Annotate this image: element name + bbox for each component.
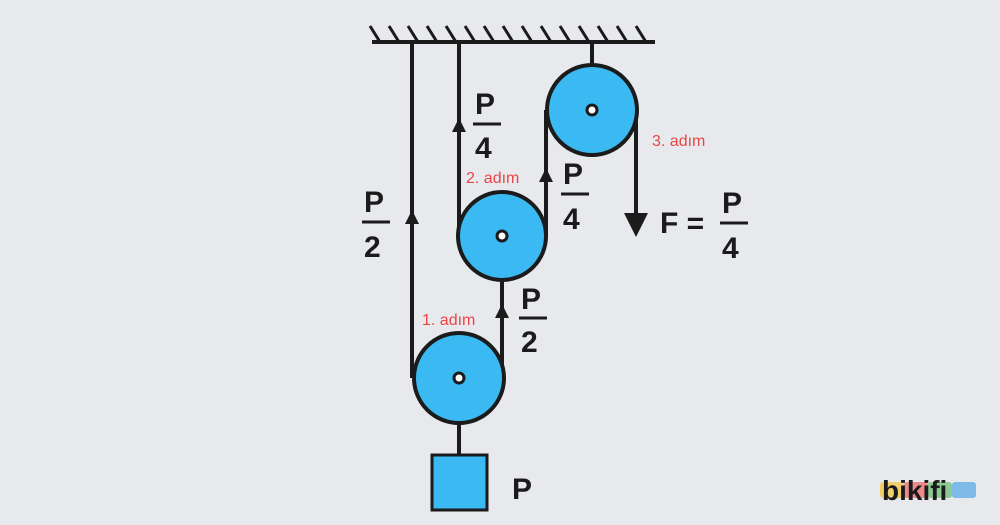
svg-text:P: P	[364, 186, 384, 219]
arrow-mid-rope-1	[495, 304, 509, 318]
bottom-pulley	[412, 331, 506, 425]
svg-text:F =: F =	[660, 207, 704, 240]
arrow-upper-left-rope	[452, 118, 466, 132]
ceiling-hatch-mark	[558, 25, 572, 43]
pulleys	[412, 63, 639, 425]
logo-bar-3	[928, 482, 952, 498]
step-2-label: 2. adım	[466, 170, 519, 187]
logo-bar-1	[880, 482, 904, 498]
fraction-left-rope: P 2	[362, 186, 390, 264]
svg-text:P: P	[521, 283, 541, 316]
svg-text:P: P	[722, 187, 742, 220]
ceiling-hatch-mark	[425, 25, 439, 43]
top-pulley	[545, 63, 639, 157]
weight-label: P	[512, 473, 532, 506]
ceiling-hatch-mark	[596, 25, 610, 43]
weight-box	[430, 453, 489, 512]
step-1-label: 1. adım	[422, 312, 475, 329]
svg-text:2: 2	[521, 326, 538, 359]
ceiling-hatch-mark	[368, 25, 382, 43]
fraction-upper-left-rope: P 4	[473, 88, 501, 165]
fraction-mid-rope-1: P 2	[519, 283, 547, 359]
svg-text:P: P	[475, 88, 495, 121]
middle-pulley	[456, 190, 548, 282]
ceiling-hatch-mark	[501, 25, 515, 43]
svg-text:P: P	[563, 158, 583, 191]
ceiling-hatch-mark	[539, 25, 553, 43]
ceiling-hatch-mark	[634, 25, 648, 43]
step-3-label: 3. adım	[652, 133, 705, 150]
ceiling-hatch-mark	[482, 25, 496, 43]
arrow-left-rope	[405, 210, 419, 224]
ceiling-hatch-mark	[406, 25, 420, 43]
ceiling-hatch-mark	[615, 25, 629, 43]
svg-text:2: 2	[364, 231, 381, 264]
svg-text:4: 4	[475, 132, 492, 165]
logo-bar-2	[904, 482, 928, 498]
rope-arrows	[405, 118, 553, 318]
svg-text:4: 4	[563, 203, 580, 236]
bikifi-logo: bikifi	[880, 475, 976, 506]
ceiling	[368, 25, 655, 44]
logo-bar-4	[952, 482, 976, 498]
ceiling-hatch-mark	[444, 25, 458, 43]
svg-text:bikifi: bikifi	[882, 475, 947, 506]
ceiling-hatch-mark	[463, 25, 477, 43]
ceiling-hatch-mark	[387, 25, 401, 43]
arrow-mid-rope-2	[539, 168, 553, 182]
ceiling-hatch-mark	[520, 25, 534, 43]
ceiling-hatch-mark	[577, 25, 591, 43]
fraction-mid-rope-2: P 4	[561, 158, 589, 236]
force-label: F = P 4	[660, 187, 748, 265]
svg-text:4: 4	[722, 232, 739, 265]
